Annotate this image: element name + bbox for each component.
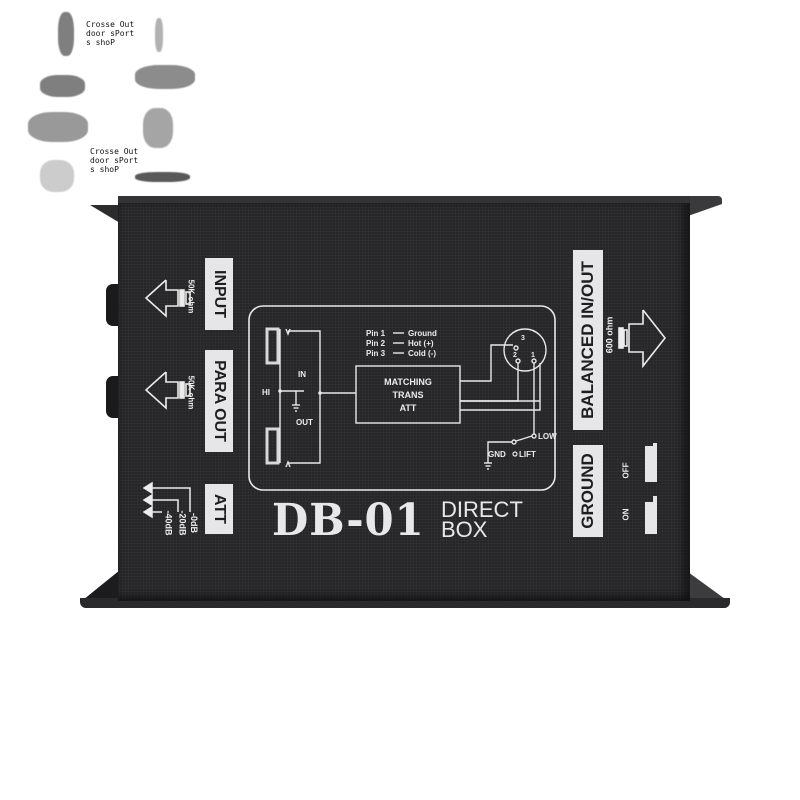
in-label: IN	[298, 370, 306, 379]
sketch-figure	[58, 12, 74, 56]
flange-top-left	[90, 205, 120, 223]
transformer-line-1: MATCHING	[384, 377, 432, 387]
pin3-function: Cold (-)	[408, 349, 436, 358]
top-rim	[118, 196, 690, 204]
para-out-label: PARA OUT	[205, 350, 233, 452]
watermark-overlay: Crosse Out door sPort s shoP Crosse Out …	[0, 0, 210, 200]
device-type: DIRECT BOX	[441, 497, 523, 542]
att-level-40db: -40dB	[163, 510, 174, 536]
att-level-20db: -20dB	[177, 510, 188, 536]
pin2-label: Pin 2	[366, 339, 386, 348]
sketch-figure	[135, 172, 190, 182]
para-out-jack[interactable]	[106, 376, 120, 418]
left-arrows-graphic	[144, 279, 191, 410]
right-graphics	[618, 309, 667, 534]
xlr-pin2-number: 2	[513, 352, 517, 359]
sketch-figure	[143, 108, 173, 148]
flange-top-right	[688, 196, 722, 216]
input-arrow-icon	[144, 279, 191, 318]
att-level-arrows-icon	[142, 481, 191, 519]
input-label: INPUT	[205, 258, 233, 330]
wiring-schematic: HI IN OUT Pin 1 Ground Pin 2 Hot (+) Pin…	[248, 305, 557, 491]
device-type-line-2: BOX	[441, 517, 488, 542]
switch-gnd-label: GND	[488, 450, 506, 459]
pin1-label: Pin 1	[366, 329, 386, 338]
switch-off-indicator	[645, 446, 657, 482]
out-label: OUT	[296, 418, 313, 427]
pin2-function: Hot (+)	[408, 339, 434, 348]
switch-low-label: LOW	[538, 432, 557, 441]
sketch-figure	[28, 112, 88, 142]
balanced-in-out-label: BALANCED IN/OUT	[573, 250, 603, 430]
transformer-line-3: ATT	[400, 403, 417, 413]
transformer-line-2: TRANS	[393, 390, 424, 400]
device-type-line-1: DIRECT	[441, 497, 523, 522]
sketch-figure	[40, 160, 74, 192]
output-jack-symbol	[265, 427, 280, 465]
watermark-text-2: Crosse Out door sPort s shoP	[90, 147, 139, 174]
input-jack[interactable]	[106, 284, 120, 326]
ground-label: GROUND	[573, 445, 603, 537]
balanced-impedance: 600 ohm	[604, 316, 615, 354]
sketch-figure	[155, 18, 163, 52]
ground-switch-icon	[645, 443, 657, 534]
balanced-arrow-icon	[618, 309, 667, 369]
switch-lift-label: LIFT	[519, 450, 536, 459]
watermark-text-1: Crosse Out door sPort s shoP	[86, 20, 135, 47]
pin1-function: Ground	[408, 329, 437, 338]
xlr-pin3-number: 3	[521, 335, 525, 342]
base-plate-edge	[80, 598, 730, 608]
xlr-pin1-number: 1	[531, 352, 535, 359]
sketch-figure	[40, 75, 85, 97]
att-level-0db: -0dB	[189, 513, 199, 533]
hi-label: HI	[262, 388, 270, 397]
input-jack-symbol	[265, 327, 280, 365]
sketch-figure	[135, 65, 195, 89]
pin3-label: Pin 3	[366, 349, 386, 358]
para-out-arrow-icon	[144, 371, 191, 410]
switch-on-indicator	[645, 502, 657, 534]
att-label: ATT	[205, 484, 233, 534]
model-name: DB-01	[272, 495, 425, 546]
